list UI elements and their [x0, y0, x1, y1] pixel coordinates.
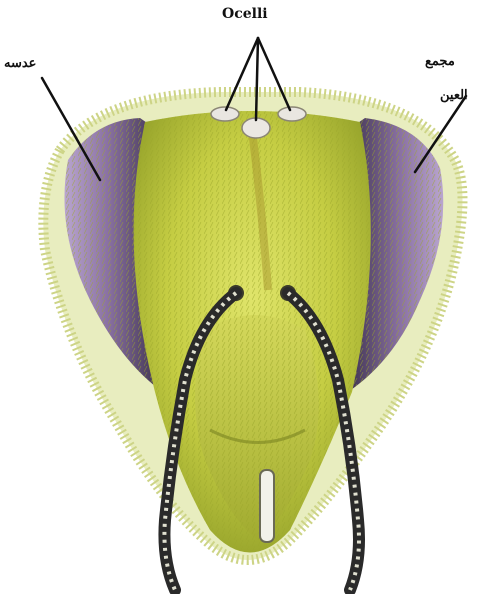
ocelli-label: Ocelli	[222, 6, 268, 22]
ocellus-right	[278, 107, 306, 121]
lens-label: عدسه	[4, 56, 36, 71]
ocellus-left	[211, 107, 239, 121]
compound-eye-label-line1: مجمع	[425, 54, 455, 69]
compound-eye-label-line2: العين	[440, 88, 468, 103]
proboscis	[260, 470, 274, 542]
